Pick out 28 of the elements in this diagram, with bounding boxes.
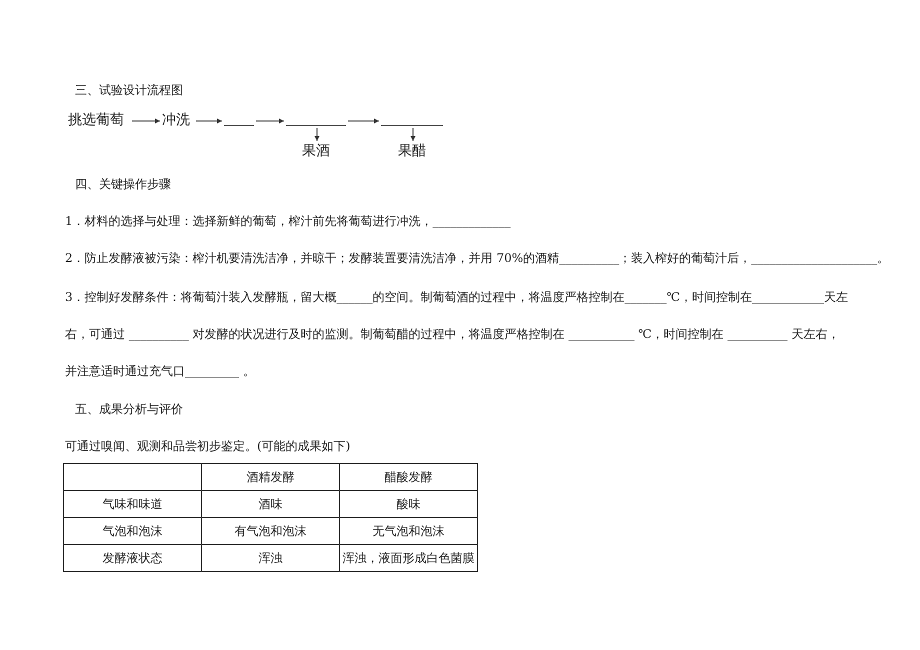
section-heading: 三、试验设计流程图: [75, 83, 183, 97]
table-cell: 无气泡和泡沫: [340, 518, 478, 544]
arrow: [314, 128, 320, 142]
paragraph: 2．防止发酵液被污染：榨汁机要清洗洁净，并晾干；发酵装置要清洗洁净，并用 70%的酒精__________；装入榨好的葡萄汁后，_____________________。: [65, 251, 890, 265]
table-cell: 酒味: [202, 490, 340, 518]
section-heading: 五、成果分析与评价: [75, 402, 183, 416]
paragraph: 可通过嗅闻、观测和品尝初步鉴定。(可能的成果如下): [65, 439, 350, 453]
flow-step: 果酒: [302, 143, 332, 159]
section-heading: 四、关键操作步骤: [75, 177, 171, 191]
table-cell: 浑浊，液面形成白色菌膜: [340, 544, 478, 572]
arrow: [410, 128, 416, 142]
arrow: [256, 118, 284, 124]
arrow: [132, 118, 160, 124]
flow-step: 冲洗: [162, 112, 194, 128]
flow-step: 果醋: [398, 143, 428, 159]
table-cell: 浑浊: [202, 544, 340, 572]
table-cell: 气味和味道: [64, 490, 202, 518]
arrow: [196, 118, 222, 124]
paragraph: 3．控制好发酵条件：将葡萄汁装入发酵瓶，留大概______的空间。制葡萄酒的过程中，将温度严格控制在_______℃，时间控制在____________天左右，可通过 __________ 对发酵的状况进行及时的监测。制葡萄醋的过程中，将温度严格控制在 ___________ ℃，时间控制在 __________ 天左右，并注意适时通过充气口_________ 。: [65, 289, 850, 380]
table-cell: 酒精发酵: [202, 464, 340, 490]
table-cell: 气泡和泡沫: [64, 518, 202, 544]
paragraph: 1．材料的选择与处理：选择新鲜的葡萄，榨汁前先将葡萄进行冲洗，_____________: [65, 214, 511, 228]
arrow: [348, 118, 380, 124]
table-cell: 酸味: [340, 490, 478, 518]
table-cell: 醋酸发酵: [340, 464, 478, 490]
table-cell: 发酵液状态: [64, 544, 202, 572]
table-cell: 有气泡和泡沫: [202, 518, 340, 544]
flow-step: 挑选葡萄: [68, 112, 130, 128]
